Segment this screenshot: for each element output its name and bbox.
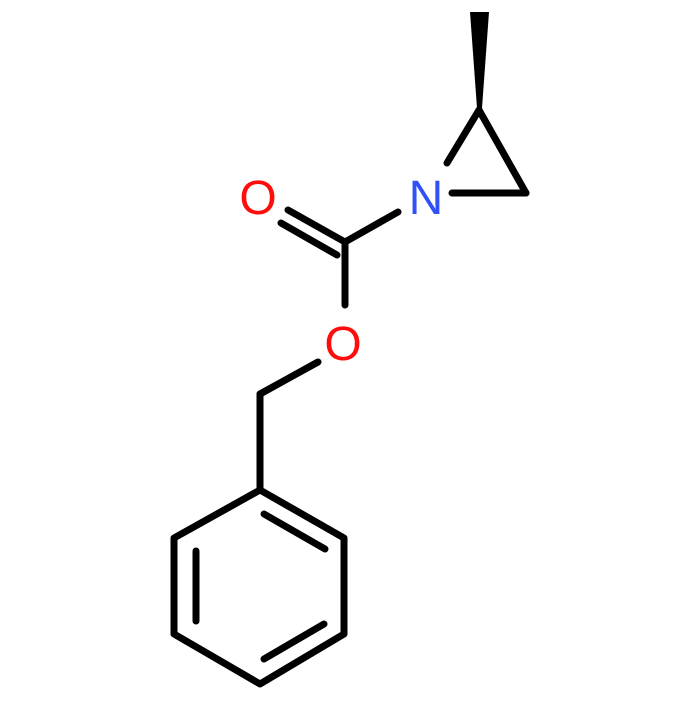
wedge-bond-methyl [470, 12, 489, 108]
benzene-ring [170, 486, 348, 688]
atom-label-ester-oxygen: O [324, 318, 361, 371]
bond-carbonyl-double-b [277, 219, 341, 259]
bond-c2-c3 [475, 106, 530, 197]
bond-ester-o-ch2 [256, 358, 322, 398]
benzene-inner-bond-2 [260, 620, 328, 663]
benzene-inner-bond-1 [260, 510, 329, 553]
atom-label-nitrogen: N [409, 172, 444, 225]
bond-carbonyl-double-a [284, 206, 349, 246]
bond-n-carbonyl [341, 208, 402, 246]
atom-label-carbonyl-oxygen: O [239, 172, 276, 225]
bond-c2-n [443, 106, 483, 167]
